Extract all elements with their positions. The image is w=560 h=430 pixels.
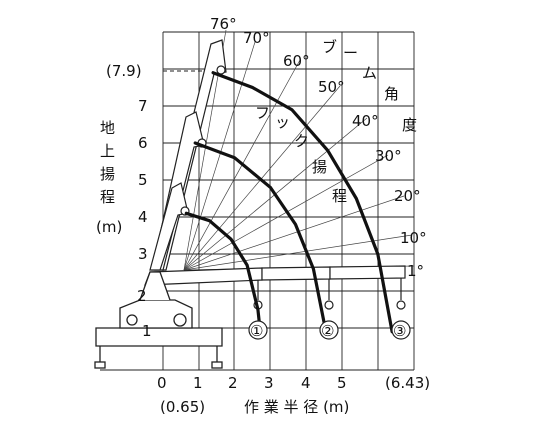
hook-height-curves [184,71,394,337]
small-label-1: 1 [142,322,152,340]
y-label-char-1: 地 [100,119,115,137]
ray-20 [183,195,405,271]
boom-angle-char-1: ブ [322,38,337,56]
y-tick-5: 5 [138,171,148,189]
hook-curve-2 [193,141,328,334]
y-tick-max: (7.9) [106,62,142,80]
y-unit: (m) [96,218,122,236]
x-tick-5: 5 [337,374,347,392]
y-label-char-3: 揚 [100,165,115,183]
y-tick-6: 6 [138,134,148,152]
marker-3: ③ [393,322,406,340]
x-axis-label: 作 業 半 径 (m) [244,398,349,416]
marker-1: ① [250,322,263,340]
y-tick-3: 3 [138,245,148,263]
angle-70: 70° [243,29,270,47]
boom-angle-char-4: 角 [384,85,399,103]
angle-1: 1° [407,262,424,280]
marker-1-ring [248,320,268,340]
horizontal-boom [144,265,406,310]
hook-curve-3 [211,71,394,334]
x-tick-2: 2 [228,374,238,392]
angle-20: 20° [394,187,421,205]
y-tick-4: 4 [138,208,148,226]
hook-char-5: 程 [332,187,347,205]
x-tick-0: 0 [157,374,167,392]
hook-char-1: フ [255,104,270,122]
angle-40: 40° [352,112,379,130]
x-tick-sub: (0.65) [160,398,205,416]
marker-3-ring [391,320,411,340]
angle-50: 50° [318,78,345,96]
hook-char-4: 揚 [312,158,327,176]
angle-30: 30° [375,147,402,165]
hook-curve-1 [184,211,263,337]
sheave-3 [216,65,226,75]
x-tick-1: 1 [193,374,203,392]
x-tick-max: (6.43) [385,374,430,392]
boom-angle-char-2: ー [343,44,358,62]
boom-position-markers [248,320,411,340]
y-tick-7: 7 [138,97,148,115]
ray-50 [183,85,341,271]
y-label-char-2: 上 [100,142,115,160]
marker-2-ring [319,320,339,340]
angle-76: 76° [210,15,237,33]
angle-60: 60° [283,52,310,70]
ray-70 [183,41,256,271]
angle-10: 10° [400,229,427,247]
small-label-2: 2 [137,287,147,305]
truck-base [94,271,223,369]
y-label-char-4: 程 [100,188,115,206]
marker-2: ② [321,322,334,340]
x-tick-4: 4 [301,374,311,392]
boom-angle-char-5: 度 [402,116,417,134]
hook-char-2: ッ [275,113,290,131]
x-tick-3: 3 [264,374,274,392]
boom-angle-char-3: ム [362,64,377,82]
hook-char-3: ク [294,132,309,150]
